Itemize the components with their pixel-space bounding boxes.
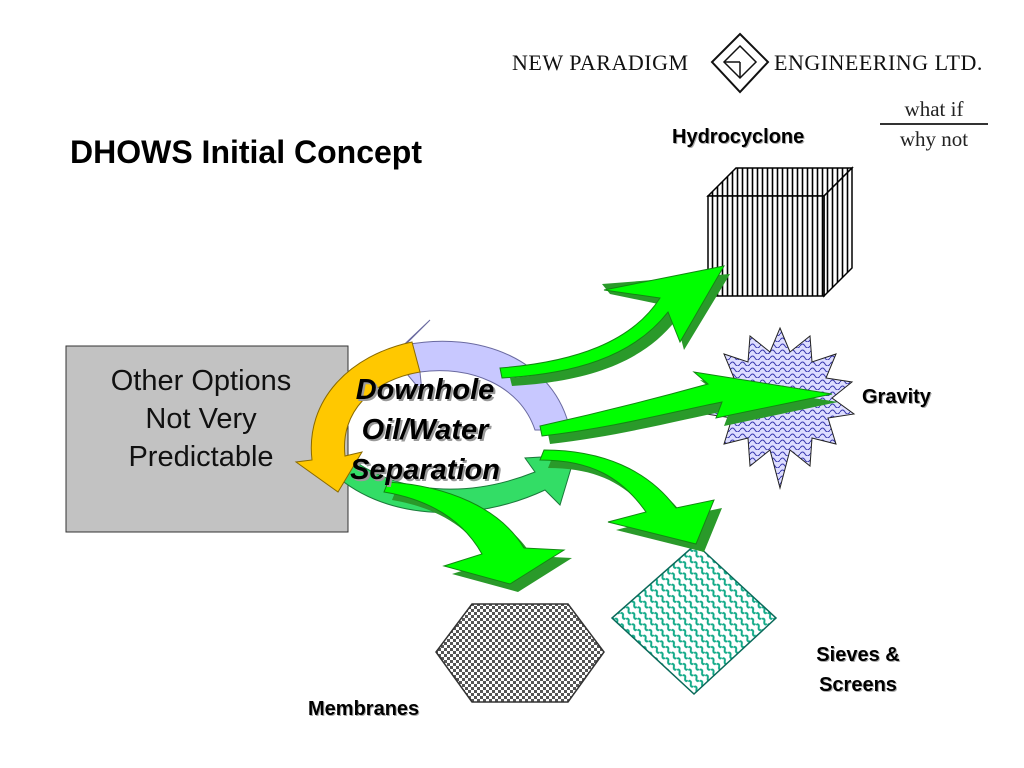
page-title: DHOWS Initial Concept xyxy=(70,134,422,170)
membranes-shape xyxy=(435,603,605,703)
brand-logo: NEW PARADIGM ENGINEERING LTD. xyxy=(512,40,994,88)
other-options-box xyxy=(65,345,349,533)
label-sieves-line1: Sieves & xyxy=(816,644,900,666)
label-hydrocyclone: Hydrocyclone xyxy=(672,126,805,148)
tagline-top: what if xyxy=(904,97,964,121)
label-sieves-line2: Screens xyxy=(819,674,897,696)
diamond-cube-icon xyxy=(710,32,770,94)
cycle-lavender-segment xyxy=(391,319,571,431)
cycle-yellow-segment xyxy=(294,341,421,493)
hydrocyclone-shape xyxy=(706,166,854,298)
arrow-to-gravity xyxy=(539,371,838,444)
sieves-screens-shape xyxy=(610,542,778,696)
other-options-line: Not Very xyxy=(145,403,257,435)
center-line: Downhole xyxy=(355,374,495,406)
arrow-to-membranes xyxy=(383,481,572,592)
brand-name-left: NEW PARADIGM xyxy=(512,50,689,75)
label-gravity: Gravity xyxy=(862,386,931,408)
tagline-divider xyxy=(880,123,988,125)
center-line: Oil/Water xyxy=(361,414,489,446)
tagline-bottom: why not xyxy=(899,127,969,151)
cycle-arrows xyxy=(294,319,576,514)
other-options-line: Predictable xyxy=(128,441,274,473)
center-line: Separation xyxy=(350,454,500,486)
arrow-to-hydrocyclone xyxy=(499,265,730,386)
arrow-to-sieves xyxy=(539,449,722,552)
center-concept-text: Downhole Oil/Water Separation xyxy=(330,370,520,490)
other-options-line: Other Options xyxy=(110,365,292,397)
label-membranes: Membranes xyxy=(308,698,420,720)
brand-name-right: ENGINEERING LTD. xyxy=(774,50,983,75)
brand-tagline: what if why not xyxy=(878,95,990,153)
other-options-text: Other Options Not Very Predictable xyxy=(66,362,336,476)
